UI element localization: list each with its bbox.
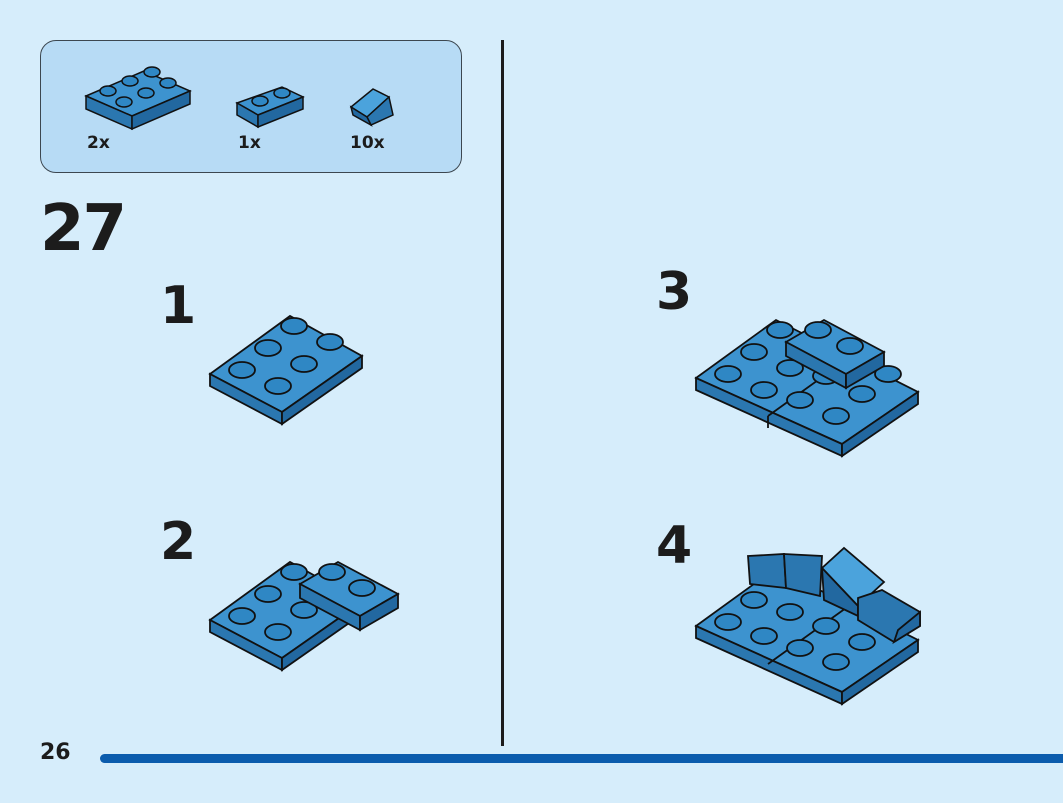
plate-2x3-icon [84,66,192,131]
substep-label-2: 2 [160,512,197,572]
step-number: 27 [40,192,127,266]
substep-3-illustration [694,318,920,458]
plate-1x2-icon [235,86,305,129]
part-count-slope-brick: 10x [350,133,385,153]
part-count-plate-2x3: 2x [87,133,110,153]
substep-label-3: 3 [656,262,693,322]
slope-brick-icon [349,88,394,127]
page-progress-bar [100,754,1063,763]
page-number: 26 [40,740,71,765]
substep-2-illustration [208,560,400,672]
part-count-plate-1x2: 1x [238,133,261,153]
substep-1-illustration [208,314,364,426]
substep-label-1: 1 [160,276,197,336]
substep-4-illustration [694,546,921,706]
divider-line [501,40,504,746]
substep-label-4: 4 [656,516,693,576]
parts-list-box: 2x 1x 10x [40,40,462,173]
